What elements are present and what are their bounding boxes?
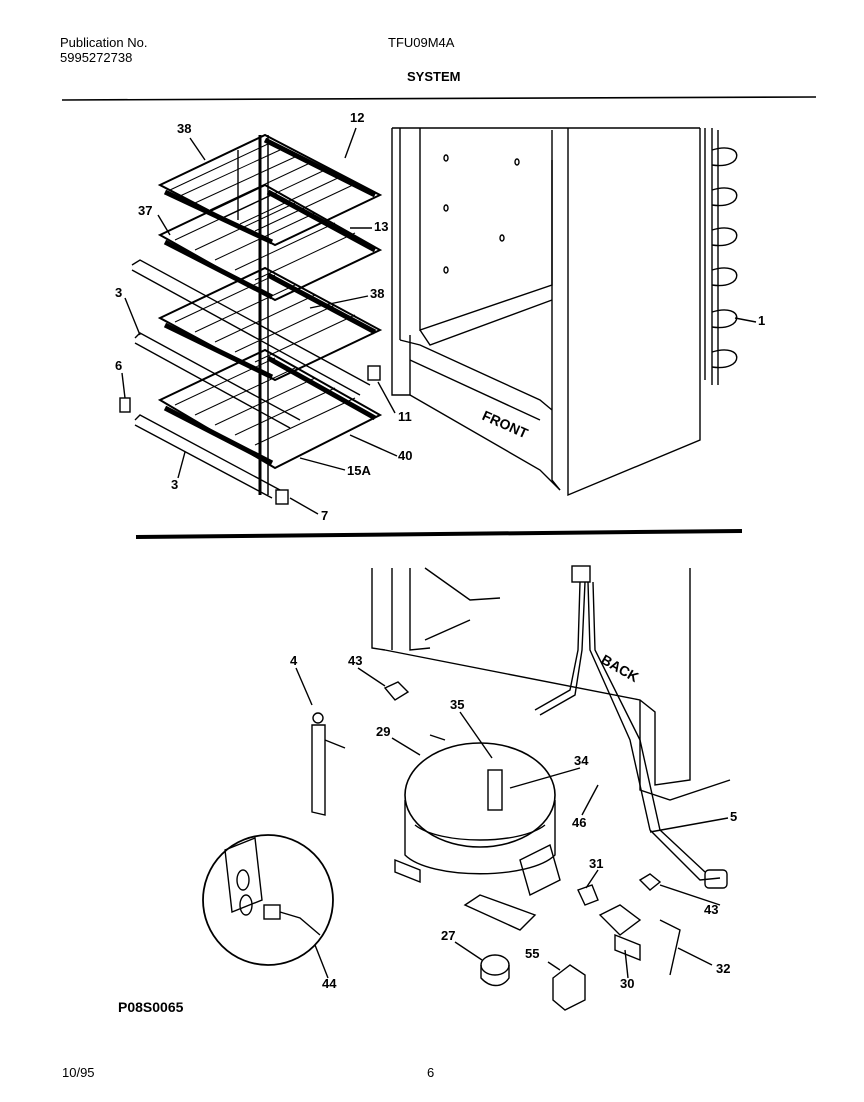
callout-1: 1 <box>758 313 766 328</box>
figure-id: P08S0065 <box>118 999 184 1015</box>
callout-7: 7 <box>321 508 329 523</box>
publication-number: 5995272738 <box>60 50 133 65</box>
page-number: 6 <box>427 1065 435 1080</box>
evaporator-shelves <box>119 127 757 515</box>
callout-30: 30 <box>620 976 635 991</box>
callout-5: 5 <box>730 809 738 824</box>
callout-40: 40 <box>398 448 413 463</box>
callout-44: 44 <box>322 976 337 991</box>
callout-15A: 15A <box>347 463 371 478</box>
section-title: SYSTEM <box>407 69 461 84</box>
callout-43-upper: 43 <box>348 653 363 668</box>
callout-38-top: 38 <box>177 121 192 136</box>
callout-4: 4 <box>290 653 298 668</box>
callout-55: 55 <box>525 946 540 961</box>
callout-38-mid: 38 <box>370 286 385 301</box>
callout-32: 32 <box>716 961 731 976</box>
callout-6: 6 <box>115 358 123 373</box>
callout-43-lower: 43 <box>704 902 719 917</box>
callout-46: 46 <box>572 815 587 830</box>
callout-31: 31 <box>589 856 604 871</box>
callout-29: 29 <box>376 724 391 739</box>
callout-12: 12 <box>350 110 365 125</box>
callout-34: 34 <box>574 753 589 768</box>
callout-13: 13 <box>374 219 389 234</box>
publication-label: Publication No. <box>60 35 148 50</box>
callout-27: 27 <box>441 928 456 943</box>
model-number: TFU09M4A <box>388 35 455 50</box>
callout-35: 35 <box>450 697 465 712</box>
section-divider <box>135 529 743 539</box>
compressor-drawing <box>202 565 731 1011</box>
callout-37: 37 <box>138 203 153 218</box>
callout-3-lower: 3 <box>171 477 179 492</box>
header-rule <box>61 96 817 101</box>
cabinet-drawing <box>391 127 738 497</box>
callout-11: 11 <box>398 409 412 424</box>
footer-date: 10/95 <box>62 1065 95 1080</box>
callout-3-upper: 3 <box>115 285 123 300</box>
